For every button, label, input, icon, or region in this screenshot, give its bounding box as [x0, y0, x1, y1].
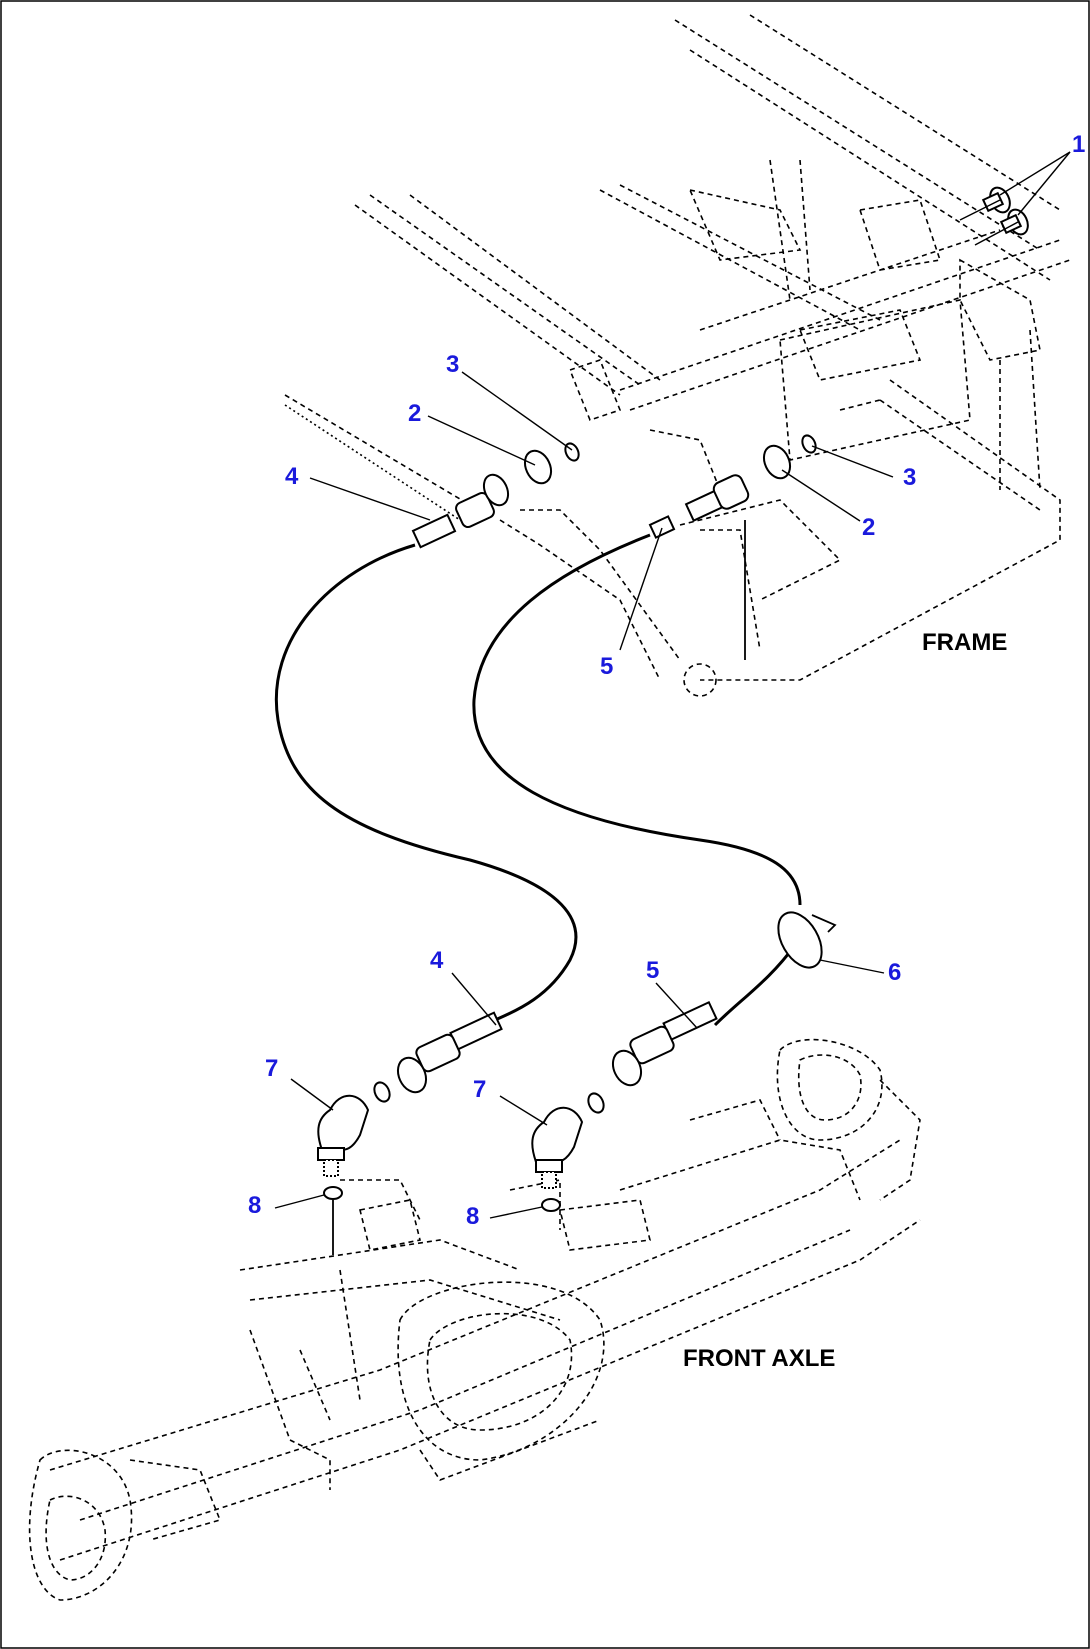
- hose-left: [275, 543, 578, 1024]
- lower-right-fittings: [531, 1000, 718, 1212]
- callout-4-upper: 4: [285, 463, 299, 490]
- callout-2-left: 2: [408, 400, 421, 427]
- callout-2-right: 2: [862, 514, 875, 541]
- frame-outline: [284, 14, 1071, 697]
- callout-8-right: 8: [466, 1203, 479, 1230]
- front-axle-label: FRONT AXLE: [683, 1345, 835, 1372]
- callout-3-left: 3: [446, 351, 459, 378]
- callout-7-right: 7: [473, 1076, 486, 1103]
- callout-5-upper: 5: [600, 653, 613, 680]
- callout-6: 6: [888, 959, 901, 986]
- callout-7-left: 7: [265, 1055, 278, 1082]
- leader-lines: [274, 151, 1071, 1219]
- lower-left-fittings: [317, 1011, 503, 1255]
- item1-fittings: [959, 186, 1029, 246]
- callout-8-left: 8: [248, 1192, 261, 1219]
- clamp: [777, 911, 837, 969]
- front-axle-outline: [28, 1038, 921, 1601]
- upper-left-fittings: [411, 442, 580, 549]
- callout-3-right: 3: [903, 464, 916, 491]
- callout-5-lower: 5: [646, 957, 659, 984]
- callouts: 1 3 2 4 3 2 5 4 5 6 7 7 8 8: [248, 131, 1085, 1230]
- hose-right: [472, 533, 802, 1027]
- callout-1: 1: [1072, 131, 1085, 158]
- callout-4-lower: 4: [430, 947, 444, 974]
- frame-label: FRAME: [922, 629, 1007, 656]
- upper-right-fittings: [648, 434, 817, 539]
